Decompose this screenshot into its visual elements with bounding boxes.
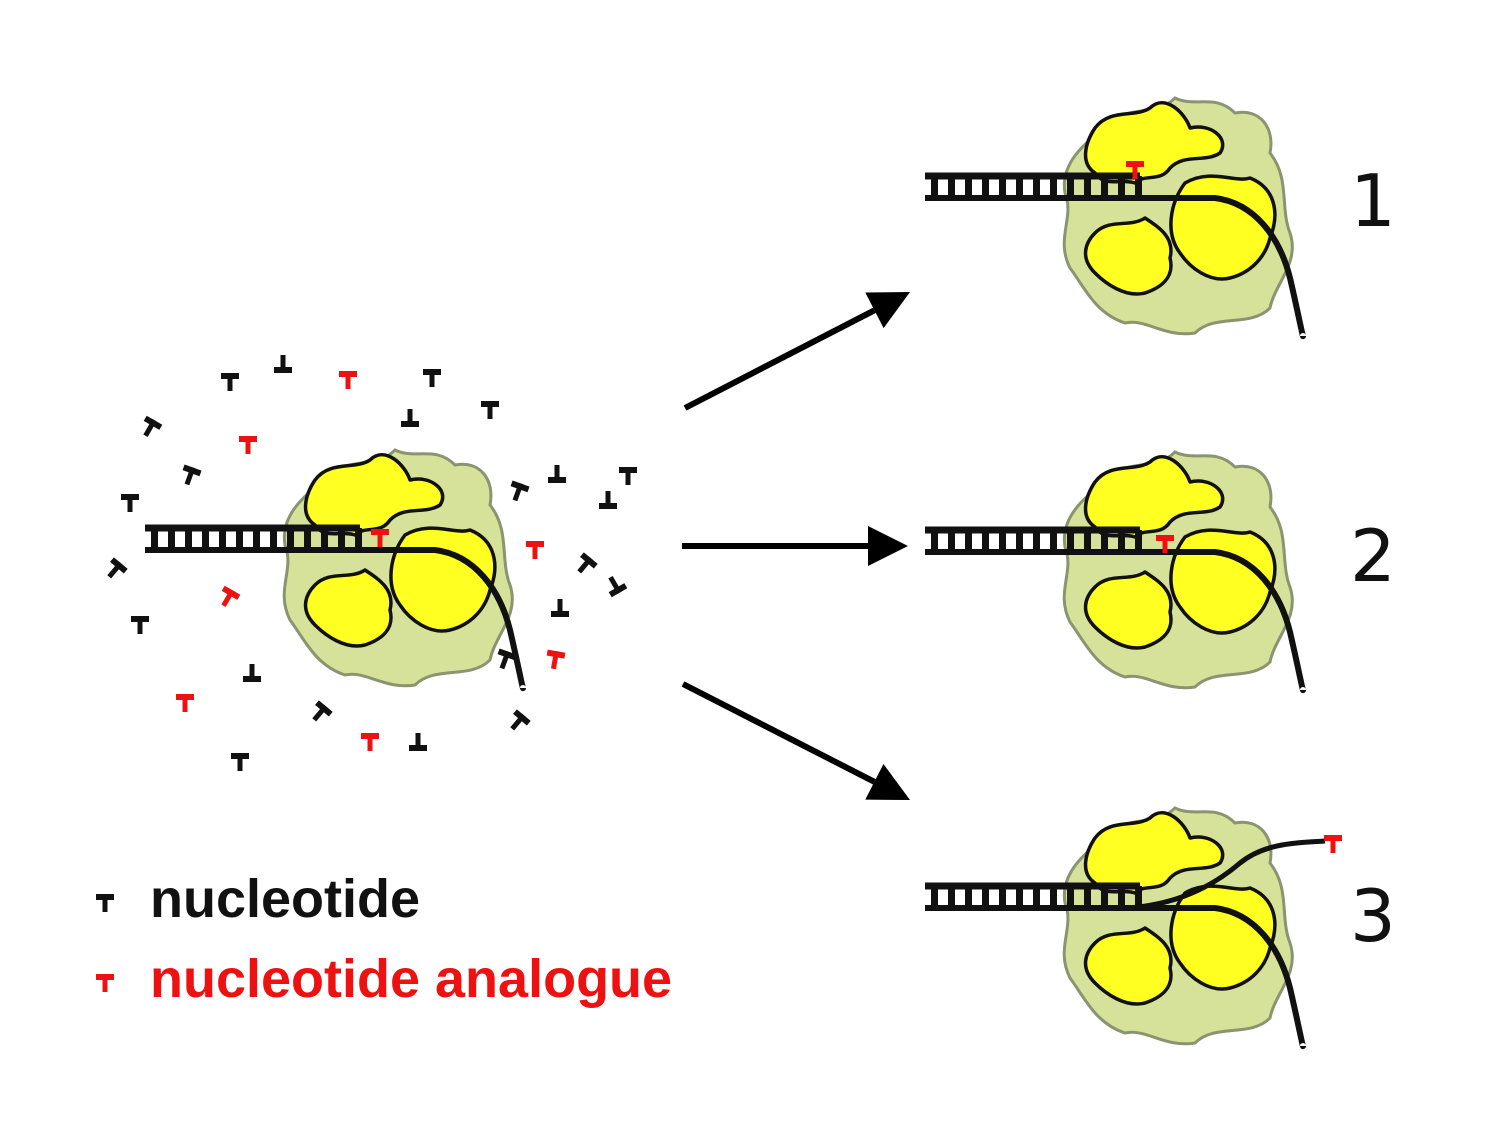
dna-duplex-rungs	[925, 172, 1142, 198]
nucleotide-glyph	[401, 409, 419, 427]
analogue-glyph	[239, 436, 257, 454]
dna-duplex-rungs	[925, 882, 1142, 908]
nucleotide-glyph	[423, 369, 441, 387]
template-strand	[925, 195, 1306, 340]
legend-nucleotide-glyph	[96, 894, 114, 912]
outcome-3-label: 3	[1350, 874, 1396, 958]
analogue-glyph	[526, 541, 544, 559]
analogue-glyph	[361, 733, 379, 751]
nucleotide-glyph	[178, 464, 202, 488]
nucleotide-glyph	[102, 557, 128, 583]
nucleotide-glyph	[551, 599, 569, 617]
nucleotide-glyph	[506, 480, 530, 504]
arrow-to-outcome-2	[682, 526, 908, 566]
nucleotide-glyph	[619, 467, 637, 485]
main-complex	[145, 448, 526, 692]
nucleotide-glyph	[307, 700, 333, 726]
nucleotide-glyph	[572, 552, 598, 578]
nucleotide-glyph	[599, 491, 617, 509]
nucleotide-glyph	[221, 373, 239, 391]
nucleotide-glyph	[131, 616, 149, 634]
outcome-2-label: 2	[1350, 514, 1396, 598]
nucleotide-glyph	[137, 415, 163, 441]
template-strand	[925, 905, 1306, 1050]
nucleotide-glyph	[231, 753, 249, 771]
outcome-1-complex	[925, 96, 1306, 340]
template-strand	[925, 549, 1306, 694]
nucleotide-glyph	[274, 355, 292, 373]
nucleotide-glyph	[548, 465, 566, 483]
outcome-3-complex	[925, 806, 1342, 1050]
nucleotide-glyph	[121, 494, 139, 512]
arrow-to-outcome-3	[681, 681, 910, 800]
released-analogue-glyph	[1324, 835, 1342, 853]
outcome-1-label: 1	[1350, 159, 1396, 243]
nucleotide-glyph	[409, 733, 427, 751]
nucleotide-glyph	[602, 572, 628, 598]
template-strand	[145, 547, 526, 692]
nucleotide-glyph	[243, 664, 261, 682]
released-strand	[1124, 838, 1326, 911]
analogue-glyph	[339, 371, 357, 389]
nucleotide-glyph	[505, 709, 531, 735]
legend-analogue-glyph	[96, 974, 114, 992]
analogue-glyph	[176, 694, 194, 712]
outcome-2-complex	[925, 450, 1306, 694]
dna-duplex-rungs	[145, 524, 362, 550]
analogue-glyph	[215, 585, 241, 611]
legend-analogue-label: nucleotide analogue	[150, 949, 673, 1009]
dna-duplex-rungs	[925, 526, 1142, 552]
analogue-glyph	[544, 649, 566, 671]
legend-nucleotide-label: nucleotide	[150, 869, 421, 929]
arrow-to-outcome-1	[683, 292, 910, 411]
nucleotide-glyph	[481, 401, 499, 419]
